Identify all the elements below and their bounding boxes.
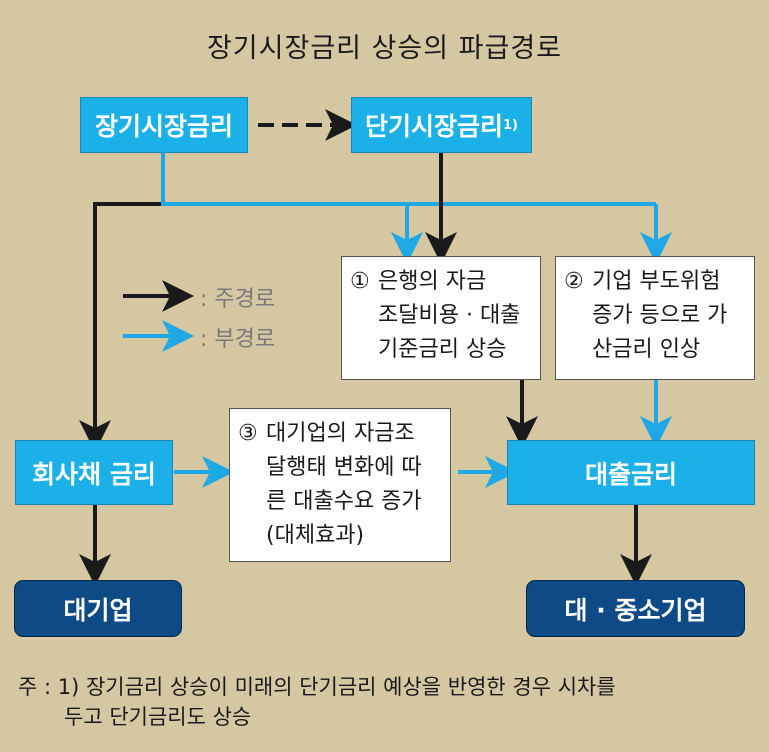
- channel-1-text: 은행의 자금 조달비용 · 대출 기준금리 상승: [378, 269, 521, 362]
- legend-sub-label: : 부경로: [200, 327, 276, 352]
- node-short-rate-label: 단기시장금리: [364, 112, 503, 141]
- channel-2-box: ② 기업 부도위험 증가 등으로 가 산금리 인상: [555, 256, 755, 380]
- node-bond-rate: 회사채 금리: [15, 440, 173, 505]
- node-bond-rate-label: 회사채 금리: [32, 459, 156, 489]
- channel-1-number: ①: [350, 269, 370, 294]
- channel-3-text: 대기업의 자금조 달행태 변화에 따 른 대출수요 증가 (대체효과): [266, 421, 422, 548]
- footnote-line-2: 두고 단기금리도 상승: [64, 705, 252, 729]
- node-large-firm: 대기업: [14, 580, 182, 637]
- channel-3-box: ③ 대기업의 자금조 달행태 변화에 따 른 대출수요 증가 (대체효과): [229, 408, 451, 562]
- channel-2-text: 기업 부도위험 증가 등으로 가 산금리 인상: [592, 269, 728, 362]
- legend-main-label: : 주경로: [200, 287, 276, 312]
- node-sme: 대 · 중소기업: [526, 580, 745, 637]
- node-sme-label: 대 · 중소기업: [564, 595, 707, 625]
- node-long-rate: 장기시장금리: [80, 97, 248, 153]
- node-large-firm-label: 대기업: [63, 595, 133, 625]
- node-loan-rate-label: 대출금리: [584, 459, 677, 489]
- channel-3-number: ③: [238, 421, 258, 446]
- channel-1-box: ① 은행의 자금 조달비용 · 대출 기준금리 상승: [341, 256, 541, 380]
- node-long-rate-label: 장기시장금리: [94, 112, 233, 141]
- footnote: 주 : 1) 장기금리 상승이 미래의 단기금리 예상을 반영한 경우 시차를 …: [18, 672, 616, 732]
- long-to-channels-sub-line: [161, 153, 656, 206]
- footnote-mark: 1): [503, 117, 518, 133]
- channel-2-number: ②: [564, 269, 584, 294]
- footnote-line-1: 주 : 1) 장기금리 상승이 미래의 단기금리 예상을 반영한 경우 시차를: [18, 675, 616, 699]
- node-loan-rate: 대출금리: [507, 440, 755, 505]
- diagram-title: 장기시장금리 상승의 파급경로: [206, 33, 563, 64]
